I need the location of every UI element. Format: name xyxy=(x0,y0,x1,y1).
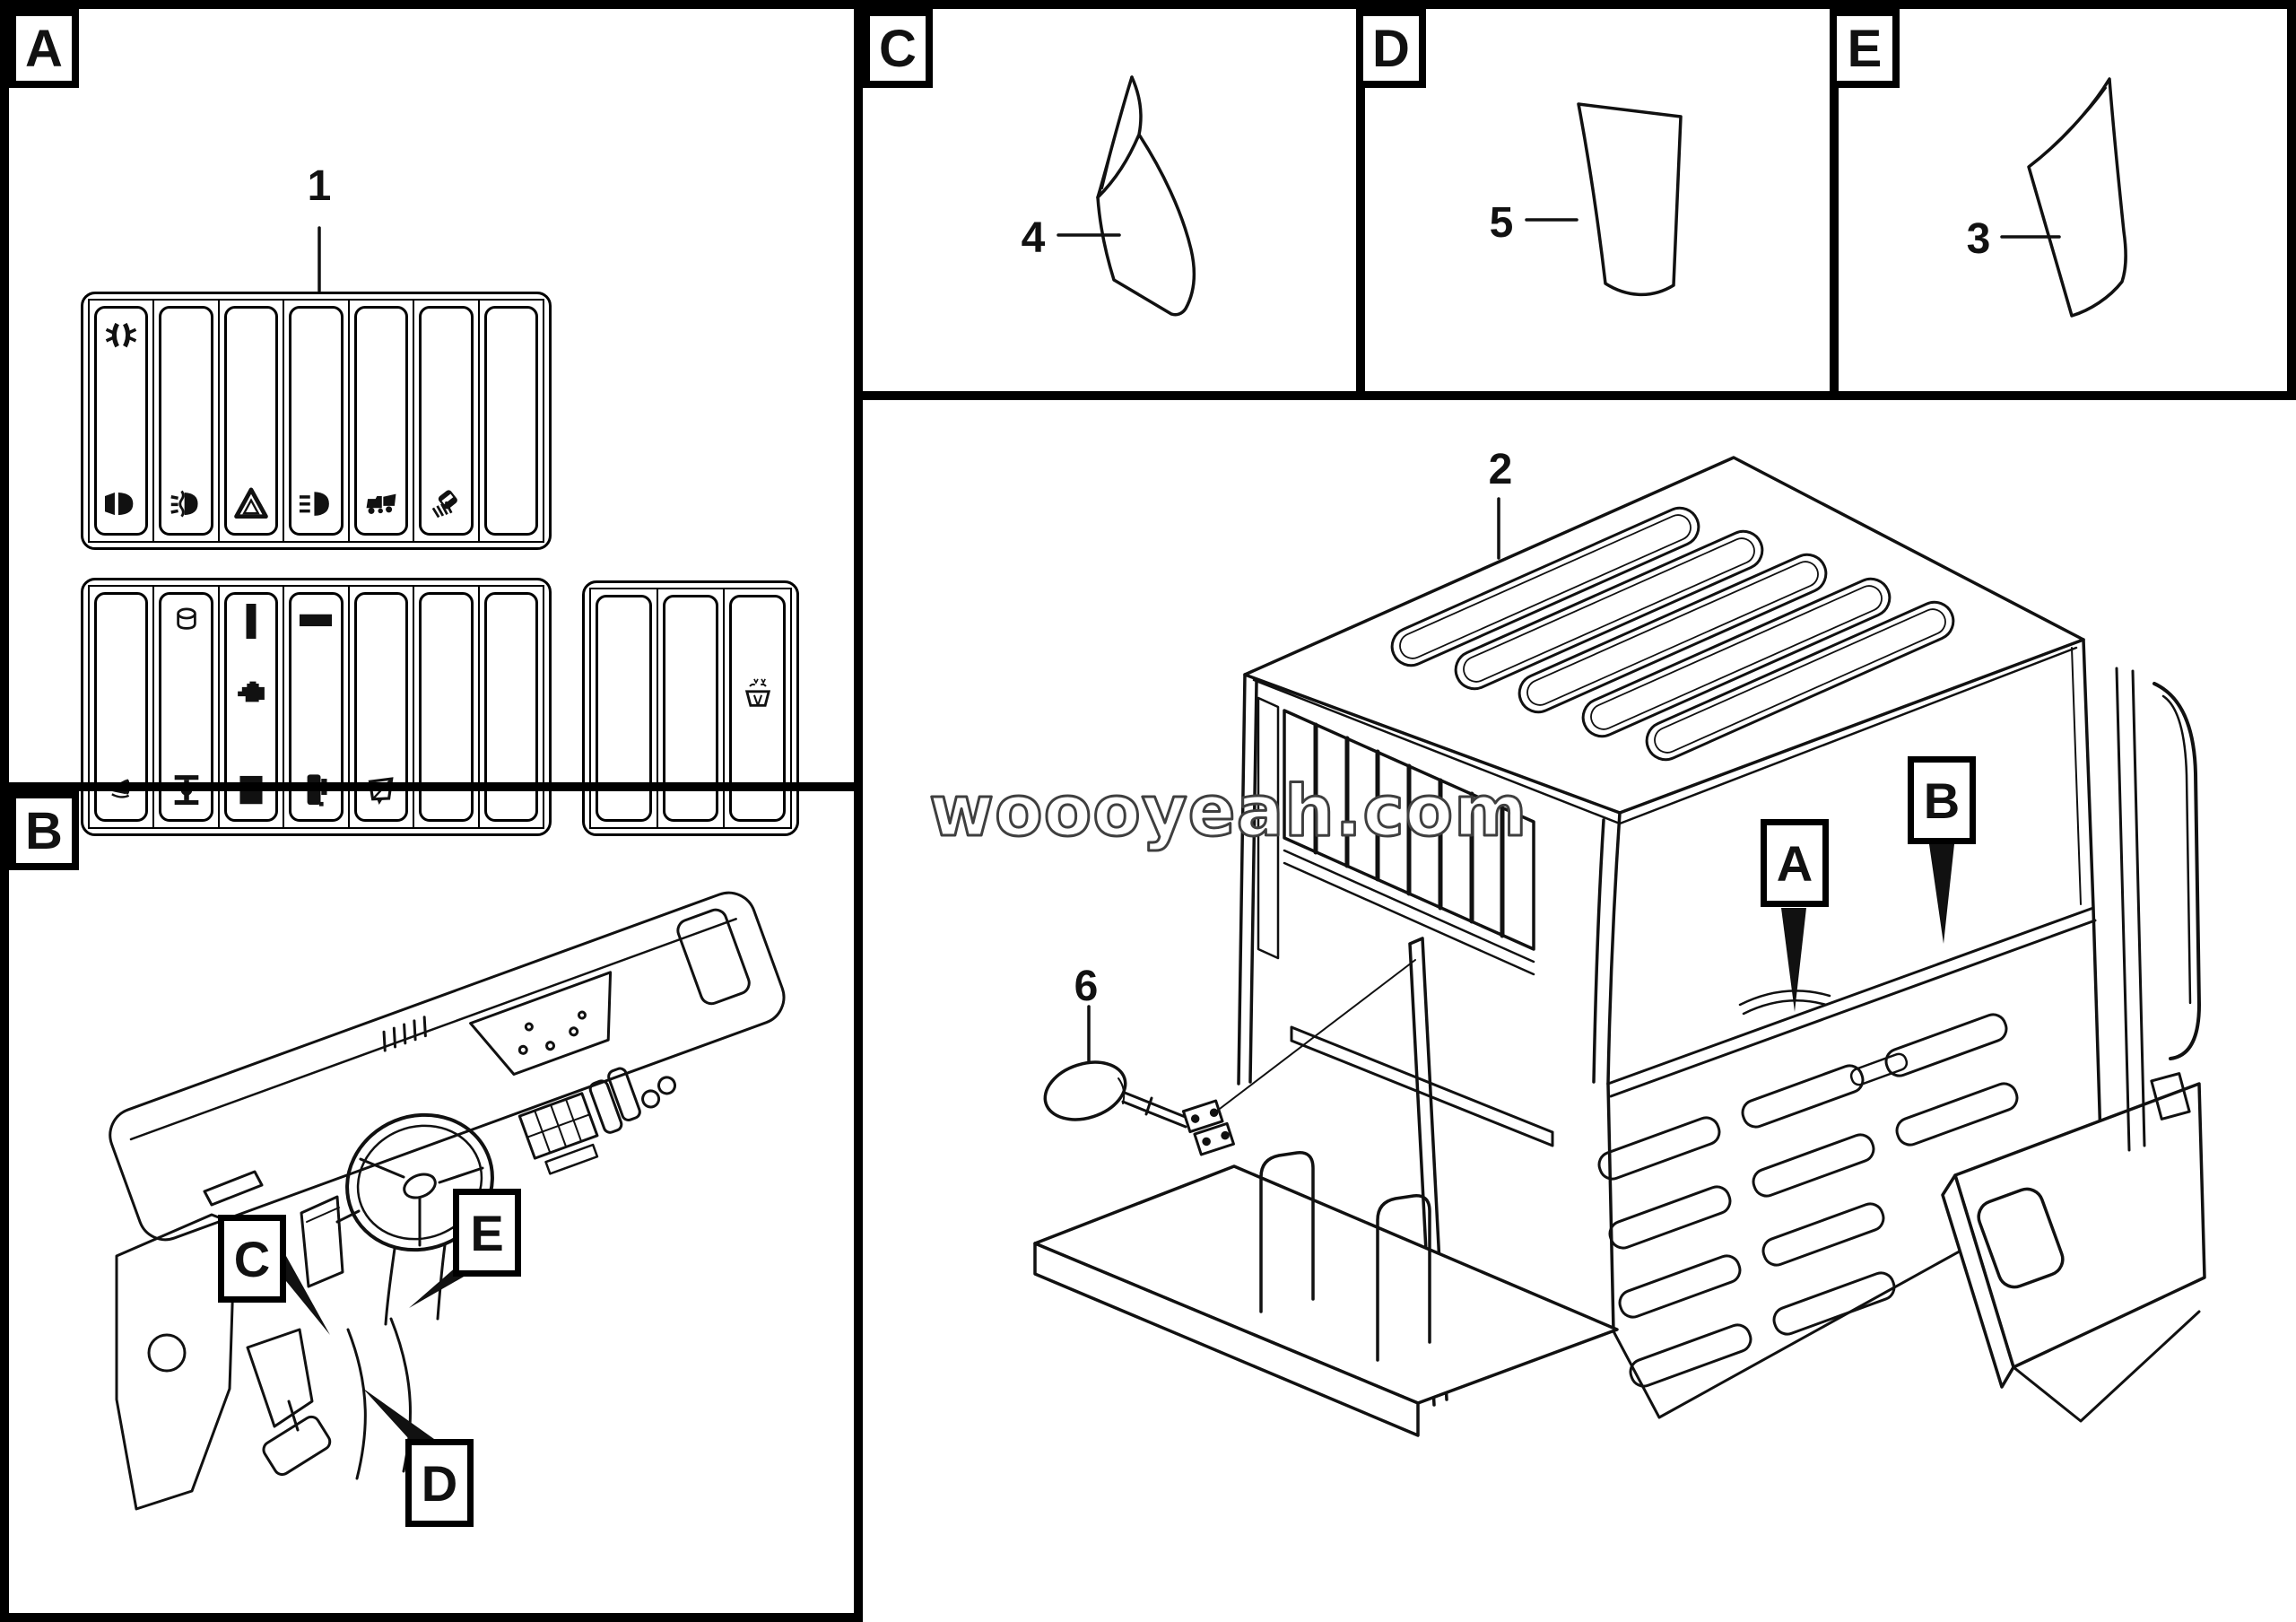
part-number-2: 2 xyxy=(1488,446,1513,493)
work-lamp-icon xyxy=(429,486,464,521)
stripe-h-icon xyxy=(299,604,334,639)
panel-e-label: E xyxy=(1830,9,1900,88)
callout-a: A xyxy=(1761,819,1829,907)
callout-d: D xyxy=(405,1439,474,1527)
switch-cell xyxy=(220,301,285,541)
deck-rail-2 xyxy=(1376,1194,1431,1362)
callout-e: E xyxy=(453,1189,521,1277)
watermark: woooyeah.com xyxy=(929,772,1527,852)
panel-c-label: C xyxy=(863,9,933,88)
deck-rail-1 xyxy=(1259,1151,1315,1313)
part-number-3: 3 xyxy=(1966,215,1991,263)
rocker-switch-fog-light xyxy=(159,306,213,536)
truck-cab-illustration xyxy=(1033,456,2206,1437)
switch-row-inner xyxy=(88,299,544,543)
rocker-switch-main-beam xyxy=(289,306,344,536)
lighter-icon xyxy=(169,604,204,639)
part-number-1: 1 xyxy=(307,162,332,210)
part-number-6: 6 xyxy=(1074,963,1099,1010)
part-number-5: 5 xyxy=(1489,199,1514,247)
panel-d-label: D xyxy=(1356,9,1426,88)
position-lights-icon xyxy=(104,318,139,353)
front-grille xyxy=(1597,990,2019,1419)
front-bumper xyxy=(1941,1082,2206,1423)
callout-b: B xyxy=(1908,756,1976,844)
platform-deck xyxy=(1033,1164,1619,1405)
switch-cell xyxy=(350,301,415,541)
top-right-frame xyxy=(854,0,2296,400)
panel-a-frame xyxy=(0,0,863,791)
rocker-switch-blank xyxy=(483,306,538,536)
hazard-icon xyxy=(233,486,268,521)
callout-c: C xyxy=(218,1215,286,1303)
stripe-v-icon xyxy=(233,604,268,640)
switch-cell xyxy=(90,301,155,541)
low-beam-icon xyxy=(104,486,139,521)
panel-a-label: A xyxy=(9,9,79,88)
main-beam-icon xyxy=(299,486,334,521)
switch-cell xyxy=(480,301,543,541)
divider-d-e xyxy=(1830,9,1839,391)
cab-post xyxy=(1408,937,1448,1407)
callout-wedge-b xyxy=(1929,844,1954,944)
panel-b-label: B xyxy=(9,791,79,870)
panel-b-frame xyxy=(0,782,863,1622)
callout-wedge-a xyxy=(1781,908,1806,1012)
rocker-switch-work-lamp xyxy=(419,306,474,536)
divider-c-d xyxy=(1356,9,1365,391)
switch-panel-row-1 xyxy=(81,292,552,550)
engine-icon xyxy=(233,674,268,709)
switch-cell xyxy=(154,301,220,541)
rocker-switch-position-lights-low-beam xyxy=(94,306,149,536)
switch-cell xyxy=(284,301,350,541)
roof-ribs xyxy=(1390,506,1955,762)
rear-window-grille xyxy=(1283,709,1535,951)
switch-cell xyxy=(414,301,480,541)
fog-light-icon xyxy=(169,486,204,521)
rocker-switch-dump-truck xyxy=(353,306,409,536)
washer-icon xyxy=(739,675,776,711)
part-number-4: 4 xyxy=(1021,214,1046,262)
rocker-switch-hazard xyxy=(223,306,279,536)
dump-truck-icon xyxy=(363,486,398,521)
leader-mirror xyxy=(1212,959,1416,1115)
grab-handle xyxy=(2152,682,2201,1060)
